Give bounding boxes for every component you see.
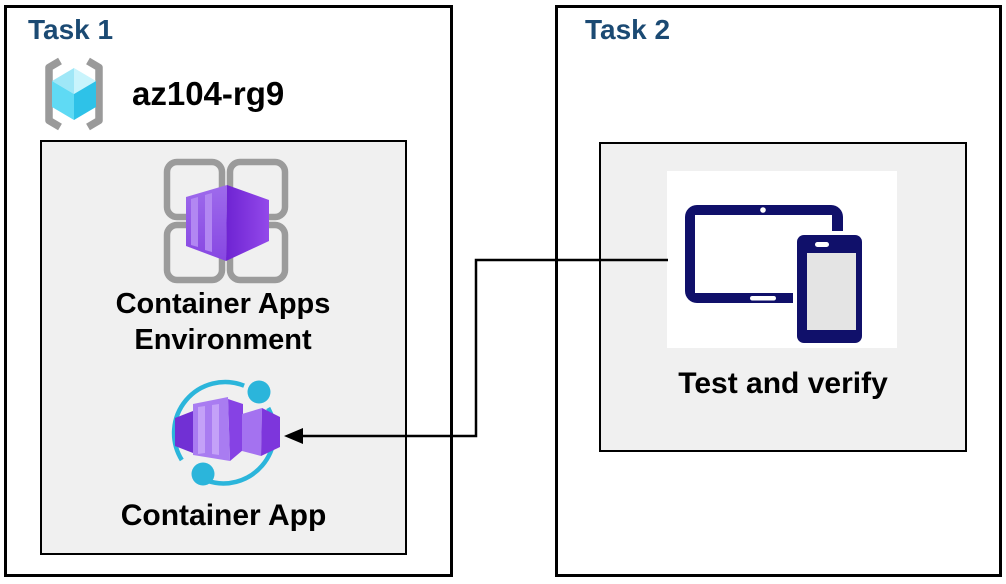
container-apps-environment-icon (163, 158, 289, 284)
task2-inner-box: Test and verify (599, 142, 967, 452)
task2-title: Task 2 (585, 14, 671, 45)
environment-label: Container Apps Environment (115, 288, 331, 356)
phone-speaker-slot (815, 242, 829, 247)
task2-box: Task 2 Test and verify (555, 5, 1002, 577)
task1-title: Task 1 (28, 14, 114, 45)
tablet-camera-dot (760, 207, 766, 213)
cyan-dot-bottom (191, 462, 215, 486)
task1-inner-box: Container Apps Environment Container App (40, 140, 407, 555)
tablet-home-slot (750, 296, 776, 301)
container-app-label: Container App (120, 499, 327, 532)
azure-resource-group-icon (45, 57, 103, 131)
resource-group-name: az104-rg9 (132, 75, 285, 112)
task1-box: Task 1 az104-rg9 (4, 5, 453, 577)
cyan-dot-top (247, 380, 271, 404)
test-and-verify-label: Test and verify (678, 367, 888, 400)
container-app-icon (171, 379, 280, 486)
devices-icon (685, 205, 866, 347)
devices-icon-plate (667, 171, 897, 348)
resource-group: az104-rg9 (36, 56, 284, 132)
